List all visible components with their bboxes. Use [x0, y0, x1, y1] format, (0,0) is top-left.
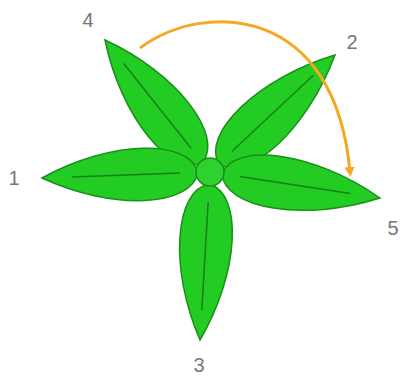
rotation-arrow [140, 22, 350, 172]
flower-center [196, 158, 224, 186]
petal [222, 155, 380, 210]
petal-number: 4 [82, 10, 93, 30]
petal [42, 148, 198, 200]
petal [105, 40, 208, 165]
petal [180, 184, 233, 340]
petal-number: 5 [387, 218, 398, 238]
petal-midrib [202, 202, 208, 310]
petal-midrib [72, 173, 180, 177]
petal-midrib [232, 76, 313, 152]
petal-number: 2 [346, 32, 357, 52]
petal-number: 1 [8, 168, 19, 188]
petal-midrib [124, 64, 192, 149]
petal-midrib [240, 177, 351, 194]
petal-number: 3 [193, 355, 204, 375]
